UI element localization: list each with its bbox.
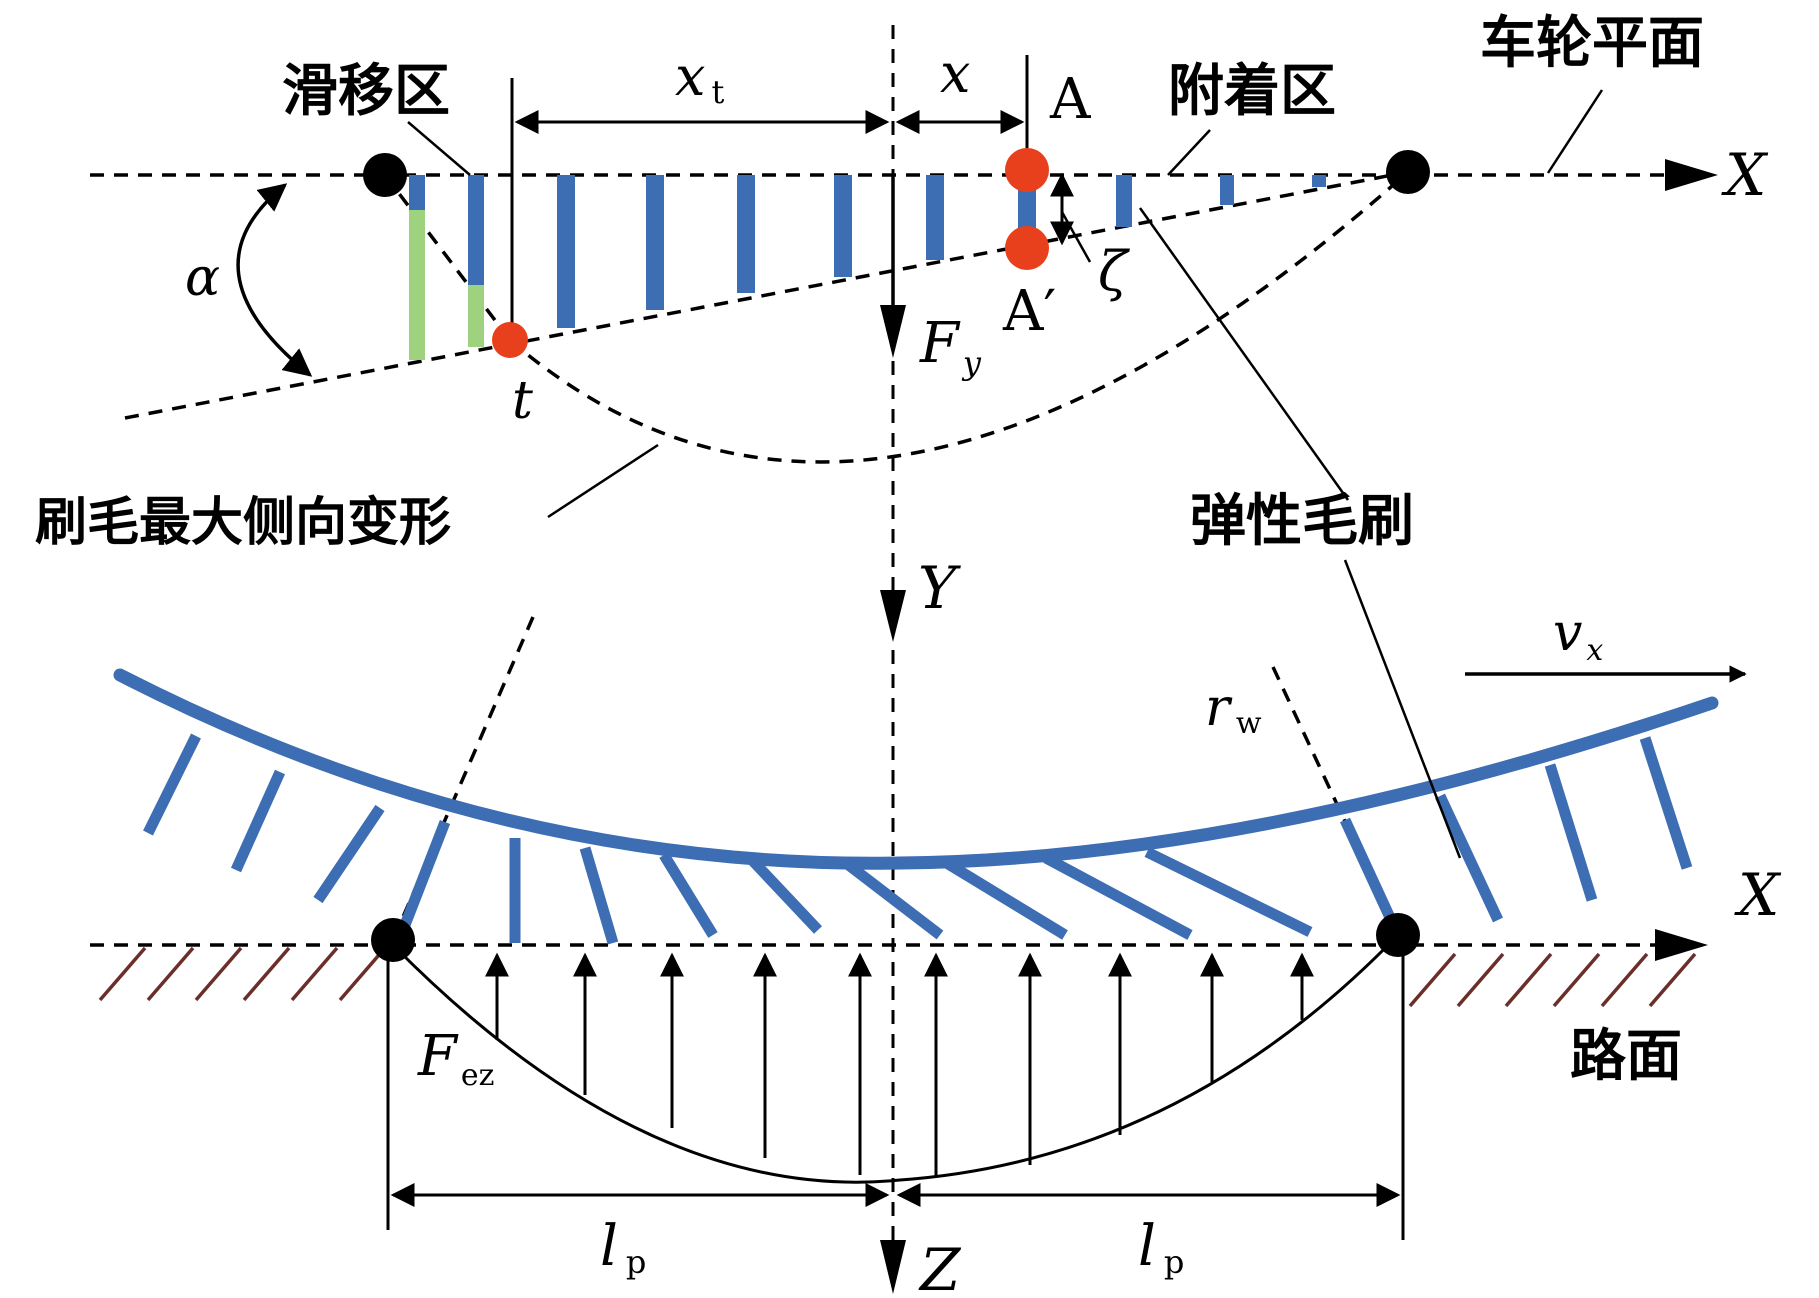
top-bristle: [557, 175, 575, 328]
top-bristle: [646, 175, 664, 310]
top-bristle: [409, 175, 425, 210]
side-bristle: [1043, 853, 1193, 940]
contact-end-point: [1386, 150, 1430, 194]
side-bristle: [747, 856, 823, 934]
adhesion-zone-leader: [1167, 129, 1211, 176]
z-axis-arrowhead: [880, 1240, 906, 1294]
top-bristle: [1116, 175, 1132, 227]
brush-leader-bottom: [1343, 559, 1462, 859]
x-symbol: x: [940, 42, 970, 105]
top-bristle: [834, 175, 852, 277]
road-surface-label: 路面: [1570, 1024, 1682, 1089]
y-axis-arrowhead: [880, 590, 906, 642]
side-bristle: [1544, 763, 1598, 902]
side-bristle: [842, 858, 944, 940]
top-bristle: [1312, 175, 1326, 187]
deformation-line: [124, 170, 1409, 420]
elastic-brush-label: 弹性毛刷: [1190, 489, 1414, 554]
wheel-rim: [113, 668, 1719, 870]
x-axis-top-arrowhead: [1665, 159, 1718, 191]
point-a: [1005, 148, 1049, 192]
wheel-plane-leader: [1546, 89, 1604, 174]
fy-arrowhead: [880, 305, 906, 358]
side-bristle: [659, 852, 718, 938]
side-bristle: [1144, 847, 1313, 937]
contact-start-point: [363, 153, 407, 197]
top-bristles: [409, 175, 1326, 328]
slip-zone-label: 滑移区: [282, 59, 450, 124]
side-bristle: [1435, 793, 1503, 923]
alpha-label: α: [185, 248, 220, 308]
deformation-leader: [547, 443, 659, 519]
x-axis-top-label: X: [1721, 141, 1769, 209]
z-axis-label: Z: [918, 1236, 962, 1298]
zeta-leader: [1060, 211, 1092, 263]
pressure-curve: [391, 933, 1400, 1184]
pressure-arrows: [485, 952, 1314, 1178]
contact-rear-point: [1376, 913, 1420, 957]
side-bristle: [579, 846, 619, 945]
slip-bristle-green: [409, 210, 425, 360]
y-axis-label: Y: [918, 554, 961, 622]
brush-leader-top: [1138, 207, 1350, 501]
side-bristle: [1639, 736, 1693, 870]
slip-bristle-green: [468, 285, 484, 347]
a-prime-label: A′: [1002, 279, 1056, 344]
point-t: [492, 322, 528, 358]
side-bristles: [143, 733, 1693, 945]
adhesion-zone-label: 附着区: [1168, 59, 1336, 124]
road-hatch: [98, 946, 1697, 1008]
side-bristle: [313, 804, 385, 904]
top-bristle: [926, 175, 944, 260]
wheel-plane-label: 车轮平面: [1480, 11, 1704, 76]
slip-zone-leader: [407, 121, 471, 176]
contact-front-point: [371, 918, 415, 962]
x-axis-bottom-label: X: [1734, 861, 1782, 929]
slip-boundary-line: [383, 173, 512, 342]
t-label: t: [512, 371, 533, 431]
alpha-angle-arc: [236, 183, 313, 377]
max-deformation-label: 刷毛最大侧向变形: [35, 493, 451, 553]
top-view: [90, 25, 1718, 642]
point-a-prime: [1005, 226, 1049, 270]
side-view: [90, 559, 1747, 1294]
max-deformation-curve: [508, 170, 1410, 464]
x-axis-bottom-arrowhead: [1655, 929, 1708, 961]
side-bristle: [230, 769, 286, 873]
top-bristle: [1220, 175, 1234, 205]
side-bristle: [143, 733, 201, 836]
top-bristle: [468, 175, 484, 285]
top-bristle: [737, 175, 755, 293]
a-label: A: [1049, 67, 1091, 132]
side-bristle: [942, 857, 1068, 940]
zeta-label: ζ: [1098, 240, 1130, 303]
